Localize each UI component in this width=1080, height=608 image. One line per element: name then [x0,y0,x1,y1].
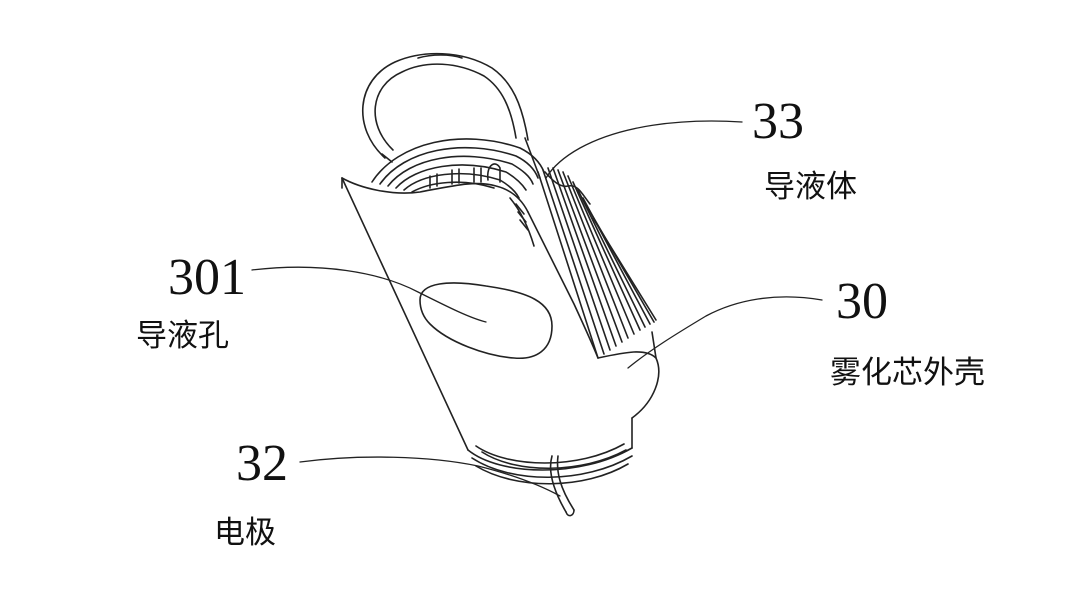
label-30: 30 雾化芯外壳 [830,273,985,391]
atomizer-shell [341,177,660,485]
label-33: 33 导液体 [752,93,857,205]
label-32-number: 32 [236,435,288,492]
leader-lines [251,120,823,497]
label-30-number: 30 [836,273,888,330]
inner-ring-structure [371,138,545,199]
label-33-number: 33 [752,93,804,150]
leader-line-33 [545,120,743,179]
liquid-guide-body [509,167,657,359]
label-32: 32 电极 [214,435,288,551]
electrode [549,455,575,517]
top-frame-loop [362,52,541,179]
label-30-text: 雾化芯外壳 [830,355,985,391]
label-301: 301 导液孔 [136,249,246,354]
liquid-guide-hole [419,282,553,360]
label-301-number: 301 [168,249,246,306]
label-32-text: 电极 [214,515,276,551]
leader-line-32 [299,456,561,497]
leader-line-301 [251,266,487,323]
label-33-text: 导液体 [764,169,857,205]
label-301-text: 导液孔 [136,318,229,354]
leader-line-30 [627,296,823,369]
